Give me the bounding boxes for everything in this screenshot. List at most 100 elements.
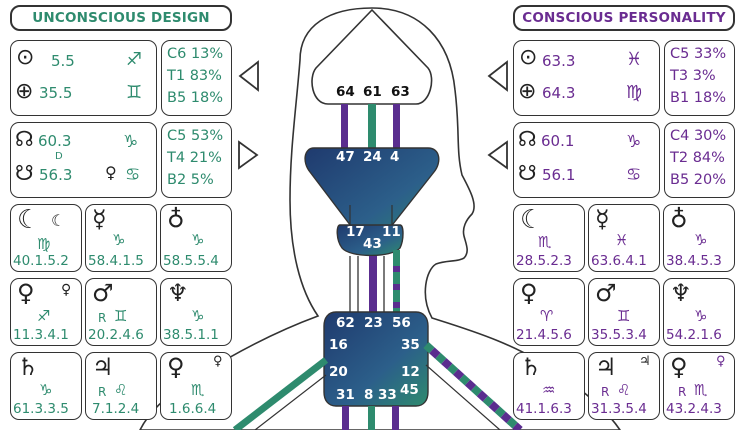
pluto-small-icon: ♀ — [716, 354, 726, 369]
design-mars-box: ♂ R ♊ 20.2.4.6 — [85, 278, 157, 346]
aquarius-icon: ♒ — [542, 381, 556, 399]
south-node-icon: ☋ — [15, 161, 34, 185]
design-var-color: C6 13% — [167, 46, 224, 62]
design-mercury-value: 58.4.1.5 — [88, 253, 144, 269]
personality-var-base-2: B5 20% — [670, 172, 727, 188]
personality-header: CONSCIOUS PERSONALITY — [513, 5, 735, 31]
capricorn-icon: ♑ — [694, 307, 708, 325]
personality-neptune-value: 54.2.1.6 — [666, 327, 722, 343]
personality-earth-planet-value: 38.4.5.3 — [666, 253, 722, 269]
personality-var-tone-2: T2 84% — [670, 150, 725, 166]
personality-pluto-value: 43.2.4.3 — [666, 401, 722, 417]
design-sun-value: 5.5 — [51, 52, 75, 70]
virgo-icon: ♍ — [626, 82, 643, 103]
capricorn-icon: ♑ — [191, 231, 205, 249]
design-moon-value: 40.1.5.2 — [13, 253, 69, 269]
gate-56: 56 — [392, 315, 411, 331]
moon-small-icon: ☾ — [51, 211, 66, 230]
gate-20: 20 — [329, 364, 348, 380]
design-pluto-box: ♀ ♀ ♏ 1.6.6.4 — [160, 352, 232, 420]
gate-12: 12 — [401, 364, 420, 380]
personality-earth-planet-box: ♁ ♑ 38.4.5.3 — [663, 204, 735, 272]
gate-8: 8 — [364, 387, 374, 403]
leo-icon: ♌ — [617, 381, 631, 399]
personality-pluto-box: ♀ ♀ R ♏ 43.2.4.3 — [663, 352, 735, 420]
aries-icon: ♈ — [540, 307, 554, 325]
gate-23: 23 — [364, 315, 383, 331]
personality-var-base: B1 18% — [670, 90, 727, 106]
moon-icon: ☾ — [17, 205, 41, 235]
arrow-design-top — [238, 60, 259, 92]
pisces-icon: ♓ — [615, 231, 629, 249]
design-pluto-value: 1.6.6.4 — [169, 401, 217, 417]
personality-sun-earth-box: ⊙ 63.3 ♓ ⊕ 64.3 ♍ — [513, 40, 660, 116]
design-header: UNCONSCIOUS DESIGN — [10, 5, 232, 31]
design-node-marker: D — [55, 151, 63, 162]
channel-43-23 — [369, 256, 377, 316]
retrograde-mark: R — [601, 385, 610, 399]
design-earth-planet-box: ♁ ♑ 58.5.5.4 — [160, 204, 232, 272]
retrograde-mark: R — [98, 385, 107, 399]
design-nodes-box: ☊ 60.3 D ♑ ☋ 56.3 ♀ ♋ — [10, 122, 157, 198]
south-node-icon: ☋ — [518, 161, 537, 185]
mars-icon: ♂ — [595, 279, 617, 307]
personality-var-color-2: C4 30% — [670, 128, 727, 144]
neptune-icon: ♆ — [670, 279, 692, 307]
gemini-icon: ♊ — [126, 82, 143, 103]
scorpio-icon: ♏ — [191, 381, 205, 399]
personality-earth-value: 64.3 — [542, 84, 576, 102]
design-venus-value: 11.3.4.1 — [13, 327, 69, 343]
personality-mercury-value: 63.6.4.1 — [591, 253, 647, 269]
sagittarius-icon: ♐ — [126, 49, 143, 70]
personality-saturn-box: ♄ ♒ 41.1.6.3 — [513, 352, 585, 420]
virgo-icon: ♍ — [37, 235, 51, 253]
personality-nodes-box: ☊ 60.1 ♑ ☋ 56.1 ♋ — [513, 122, 660, 198]
design-var-base: B5 18% — [167, 90, 224, 106]
capricorn-icon: ♑ — [123, 132, 139, 152]
design-var-tone-2: T4 21% — [167, 150, 222, 166]
venus-icon: ♀ — [520, 279, 538, 307]
gate-61: 61 — [363, 84, 382, 100]
personality-moon-box: ☾ ♏ 28.5.2.3 — [513, 204, 585, 272]
earth-icon: ⊕ — [518, 79, 537, 104]
design-saturn-box: ♄ ♑ 61.3.3.5 — [10, 352, 82, 420]
north-node-icon: ☊ — [518, 127, 537, 151]
gate-16: 16 — [329, 337, 348, 353]
personality-var-color: C5 33% — [670, 46, 727, 62]
north-node-icon: ☊ — [15, 127, 34, 151]
g-throat-center — [323, 311, 429, 407]
gate-17: 17 — [346, 224, 365, 240]
personality-jupiter-value: 31.3.5.4 — [591, 401, 647, 417]
design-venus-box: ♀ ♀ ♐ 11.3.4.1 — [10, 278, 82, 346]
mercury-icon: ☿ — [595, 205, 610, 233]
gemini-icon: ♊ — [114, 307, 128, 325]
personality-mars-box: ♂ ♊ 35.5.3.4 — [588, 278, 660, 346]
cancer-icon: ♋ — [626, 165, 642, 185]
scorpio-icon: ♏ — [694, 381, 708, 399]
venus-icon: ♀ — [17, 279, 35, 307]
arrow-personality-top — [487, 60, 508, 92]
personality-variables-top: C5 33% T3 3% B1 18% — [664, 40, 735, 116]
mars-icon: ♂ — [92, 279, 114, 307]
jupiter-icon: ♃ — [92, 353, 114, 381]
saturn-icon: ♄ — [520, 353, 542, 381]
gate-11: 11 — [382, 224, 401, 240]
design-jupiter-value: 7.1.2.4 — [92, 401, 140, 417]
personality-variables-bottom: C4 30% T2 84% B5 20% — [664, 122, 735, 198]
saturn-icon: ♄ — [17, 353, 39, 381]
sun-icon: ⊙ — [16, 45, 35, 70]
channel-64-47 — [341, 104, 348, 148]
design-var-color-2: C5 53% — [167, 128, 224, 144]
design-earth-planet-value: 58.5.5.4 — [163, 253, 219, 269]
gate-47: 47 — [336, 149, 355, 165]
scorpio-icon: ♏ — [538, 233, 552, 251]
gate-24: 24 — [363, 149, 382, 165]
gate-35: 35 — [401, 337, 420, 353]
personality-moon-value: 28.5.2.3 — [516, 253, 572, 269]
personality-jupiter-box: ♃ ♃ R ♌ 31.3.5.4 — [588, 352, 660, 420]
channel-63-4 — [393, 104, 400, 148]
personality-venus-value: 21.4.5.6 — [516, 327, 572, 343]
venus-small-icon: ♀ — [61, 282, 72, 298]
